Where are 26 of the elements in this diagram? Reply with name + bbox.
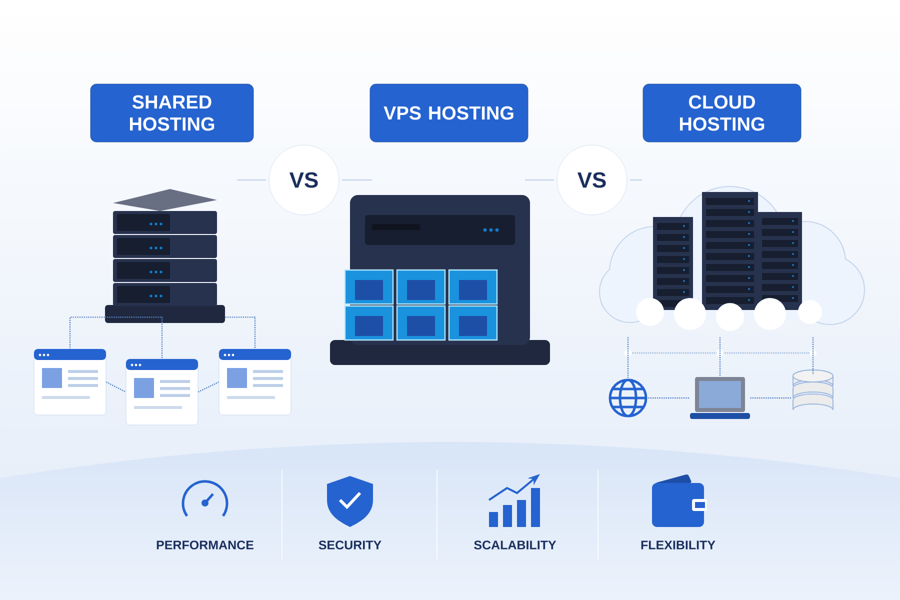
feature-label: SCALABILITY [474,540,556,550]
connector-line [812,337,814,375]
connector-line [69,316,105,349]
connector-line [627,337,629,378]
connector-line [106,381,126,393]
browser-window-drawing [126,358,198,426]
browser-window-drawing [34,348,106,416]
connector-line [225,316,256,349]
title-badge: VPS HOSTING [370,84,528,142]
cloud-servers-drawing [599,186,865,331]
server-stack-drawing [105,189,225,323]
connector-line [719,337,721,376]
globe-icon [608,378,648,418]
feature-label: FLEXIBILITY [641,540,716,550]
laptop-icon [690,377,750,419]
database-icon [792,370,834,410]
vps-server-drawing [330,195,550,365]
browser-window-drawing [218,348,292,416]
title-badge: SHARED HOSTING [90,84,254,142]
feature-label: PERFORMANCE [156,540,254,550]
connector-line [104,316,163,359]
connector-line [648,397,690,399]
feature-label: SECURITY [318,540,382,550]
title-badge: CLOUD HOSTING [642,84,802,142]
connector-line [750,397,792,399]
connector-line [198,381,220,393]
